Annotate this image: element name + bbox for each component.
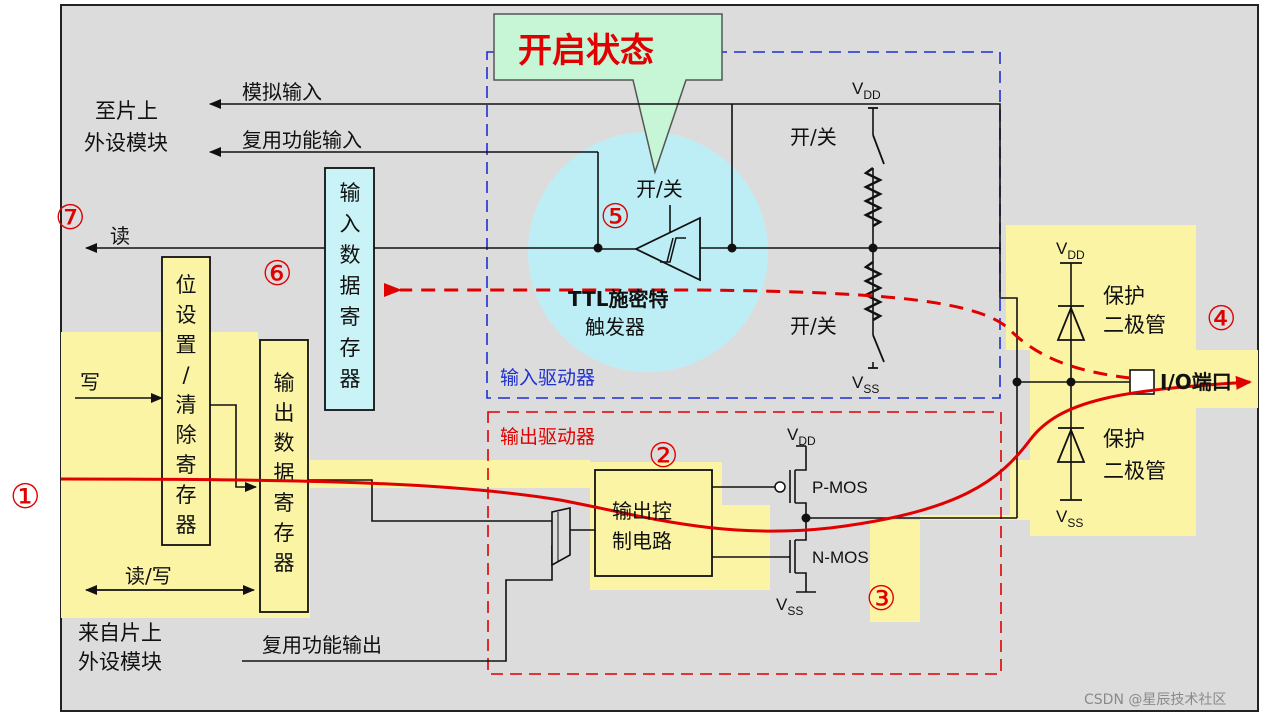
- alt-func-output-label: 复用功能输出: [262, 633, 382, 657]
- output-driver-box: [487, 411, 1002, 675]
- diode-lower-line2: 二极管: [1103, 459, 1166, 483]
- pullup-switch-label: 开/关: [790, 125, 837, 149]
- pull-up-resistor: [863, 166, 883, 228]
- input-data-register-box: [324, 167, 375, 411]
- reg-idr-char: 据: [340, 274, 361, 298]
- write-label: 写: [80, 370, 100, 394]
- alt-func-input-label: 复用功能输入: [242, 128, 362, 152]
- junction-dots: [593, 243, 1076, 523]
- pulldown-switch-label: 开/关: [790, 314, 837, 338]
- pull-down-resistor: [863, 260, 883, 322]
- read-write-label: 读/写: [125, 564, 172, 588]
- schmitt-trigger-symbol: [598, 205, 701, 282]
- output-control-box: [594, 469, 713, 577]
- bsrr-box: [161, 256, 211, 546]
- vdd-pmos-label: VDD: [787, 425, 816, 448]
- reg-bsrr-char: 器: [176, 513, 197, 537]
- reg-odr-char: 出: [274, 401, 295, 425]
- output-signal-path: [60, 375, 1252, 533]
- reg-idr-char: 数: [340, 243, 361, 267]
- callout-title: 开启状态: [518, 31, 654, 71]
- reg-bsrr-char: 设: [176, 303, 197, 327]
- schmitt-label-line1: TTL施密特: [568, 287, 669, 311]
- from-peripheral-line2: 外设模块: [78, 650, 162, 674]
- pmos-gate-bubble: [774, 481, 786, 493]
- callout-open-state: 开启状态: [493, 13, 723, 175]
- vss-nmos-label: VSS: [776, 595, 803, 618]
- input-signal-path: [384, 283, 1131, 380]
- output-control-line2: 制电路: [612, 529, 672, 553]
- nmos-label: N-MOS: [812, 548, 869, 567]
- reg-bsrr-char: 位: [176, 273, 197, 297]
- pull-up-switch: [868, 107, 885, 165]
- protection-diode-lower: [1056, 427, 1086, 463]
- output-control-line1: 输出控: [612, 499, 672, 523]
- marker-5: ⑤: [600, 197, 630, 237]
- vdd-pullup-label: VDD: [852, 79, 881, 102]
- watermark: CSDN @星辰技术社区: [1084, 692, 1226, 708]
- from-peripheral-line1: 来自片上: [78, 621, 162, 645]
- pmos-label: P-MOS: [812, 478, 868, 497]
- marker-7: ⑦: [55, 198, 85, 238]
- io-port-label: I/O端口: [1160, 370, 1232, 394]
- reg-odr-char: 据: [274, 461, 295, 485]
- diode-upper-line1: 保护: [1103, 284, 1145, 308]
- reg-bsrr-char: 置: [176, 333, 197, 357]
- analog-input-label: 模拟输入: [242, 80, 322, 104]
- reg-bsrr-char: /: [182, 363, 190, 387]
- marker-3: ③: [866, 579, 896, 619]
- output-driver-label: 输出驱动器: [500, 426, 595, 448]
- reg-bsrr-char: 寄: [176, 453, 197, 477]
- to-peripheral-line2: 外设模块: [84, 131, 168, 155]
- marker-2: ②: [648, 436, 678, 476]
- reg-bsrr-char: 清: [176, 393, 197, 417]
- output-data-register-box: [259, 339, 309, 613]
- reg-idr-char: 输: [340, 181, 361, 205]
- vdd-diode-label: VDD: [1056, 239, 1085, 262]
- reg-odr-char: 输: [274, 371, 295, 395]
- reg-idr-char: 入: [340, 212, 361, 236]
- vss-diode-label: VSS: [1056, 507, 1083, 530]
- to-peripheral-line1: 至片上: [95, 99, 158, 123]
- schmitt-label-line2: 触发器: [585, 315, 645, 339]
- reg-idr-char: 存: [340, 336, 361, 360]
- reg-bsrr-char: 除: [176, 423, 197, 447]
- reg-idr-char: 寄: [340, 305, 361, 329]
- reg-bsrr-char: 存: [176, 483, 197, 507]
- reg-odr-char: 寄: [274, 491, 295, 515]
- vss-pulldown-label: VSS: [852, 373, 879, 396]
- reg-odr-char: 存: [274, 521, 295, 545]
- output-mux: [551, 507, 571, 567]
- diode-upper-line2: 二极管: [1103, 313, 1166, 337]
- pull-down-switch: [868, 334, 885, 369]
- protection-diode-upper: [1056, 305, 1086, 341]
- marker-1: ①: [10, 477, 40, 517]
- reg-odr-char: 器: [274, 551, 295, 575]
- diode-lower-line1: 保护: [1103, 427, 1145, 451]
- marker-6: ⑥: [262, 254, 292, 294]
- marker-4: ④: [1206, 299, 1236, 339]
- input-driver-label: 输入驱动器: [500, 367, 595, 389]
- reg-idr-char: 器: [340, 367, 361, 391]
- read-label: 读: [110, 224, 130, 248]
- trigger-switch-label: 开/关: [636, 177, 683, 201]
- reg-odr-char: 数: [274, 431, 295, 455]
